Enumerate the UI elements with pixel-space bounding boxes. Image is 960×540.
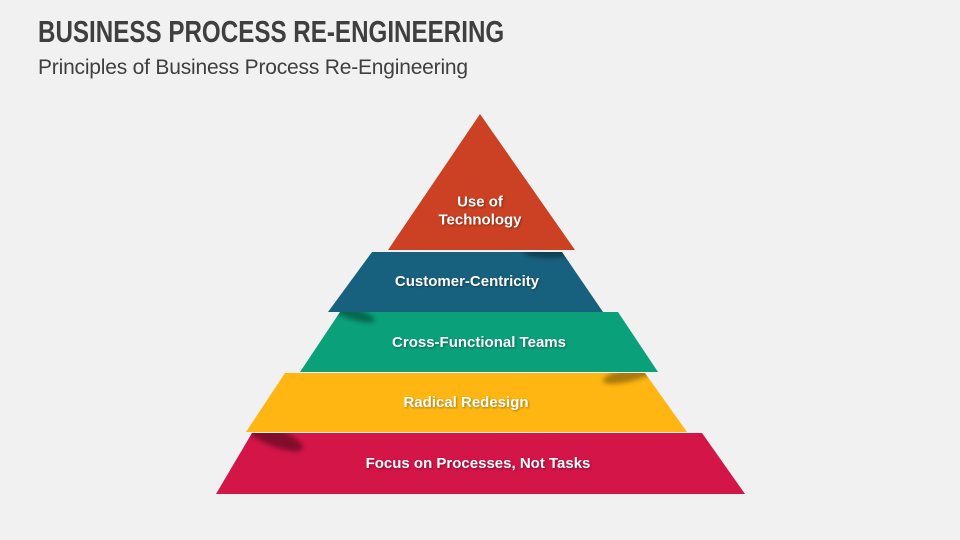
pyramid-level-1-shape (388, 114, 575, 250)
pyramid-level-2-shape (328, 252, 603, 312)
fold-shadow-on-level-3 (327, 312, 375, 323)
pyramid-level-4-shape (246, 373, 687, 432)
fold-shadow-on-level-2 (523, 252, 577, 258)
pyramid-level-5-shape (216, 433, 745, 494)
pyramid-level-3-shape (300, 312, 658, 372)
pyramid-level-4-label: Radical Redesign (403, 394, 529, 412)
page-title: BUSINESS PROCESS RE-ENGINEERING (38, 14, 505, 49)
fold-shadow-on-level-5 (245, 433, 303, 452)
page-subtitle: Principles of Business Process Re-Engine… (38, 56, 468, 79)
pyramid-level-1-label: Use of Technology (438, 193, 522, 228)
pyramid-level-2-label: Customer-Centricity (394, 273, 540, 291)
pyramid-level-3-label: Cross-Functional Teams (392, 334, 566, 352)
fold-shadow-on-level-4 (602, 373, 660, 384)
pyramid-level-5-label: Focus on Processes, Not Tasks (365, 455, 591, 473)
